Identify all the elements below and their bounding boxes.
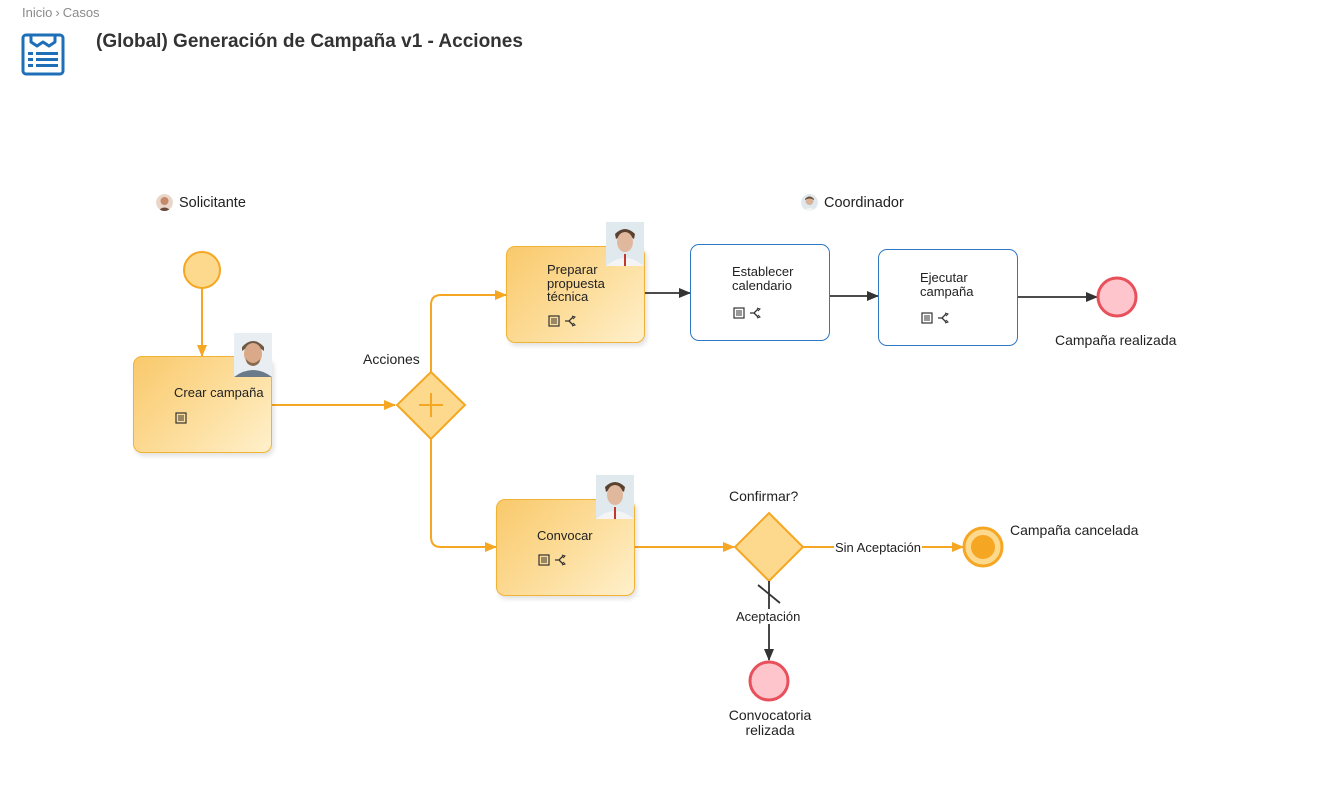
exclusive-gateway[interactable] [733, 511, 805, 583]
form-icon[interactable] [733, 307, 745, 319]
gateway-parallel-label: Acciones [363, 351, 420, 367]
form-icon[interactable] [548, 315, 560, 327]
subprocess-icon[interactable] [564, 315, 576, 327]
lane-requester: Solicitante [156, 194, 246, 211]
flow-acceptance-label: Aceptación [736, 609, 801, 624]
breadcrumb-separator: › [55, 5, 60, 20]
task-convocar-label: Convocar [537, 528, 593, 543]
requester-avatar [156, 194, 173, 211]
process-form-icon [21, 33, 65, 76]
end-event-campaign-done[interactable] [1096, 276, 1138, 318]
lane-requester-label: Solicitante [179, 194, 246, 211]
form-icon[interactable] [175, 412, 187, 424]
task-crear-assignee-photo [234, 333, 272, 377]
parallel-gateway[interactable] [395, 370, 467, 441]
flow-gateway-convocar [430, 439, 497, 552]
start-event[interactable] [183, 251, 221, 289]
coordinator-avatar [801, 194, 818, 211]
task-establecer-calendario[interactable]: Establecer calendario [690, 244, 830, 341]
gateway-confirm-label: Confirmar? [729, 488, 799, 504]
page-title: (Global) Generación de Campaña v1 - Acci… [96, 31, 523, 52]
subprocess-icon[interactable] [749, 307, 761, 319]
task-preparar-assignee-photo [606, 222, 644, 266]
breadcrumb: Inicio›Casos [22, 5, 100, 20]
breadcrumb-cases-link[interactable]: Casos [62, 5, 100, 20]
end-event-campaign-cancelled[interactable] [962, 526, 1004, 568]
task-convocar-assignee-photo [596, 475, 634, 519]
breadcrumb-home-link[interactable]: Inicio [22, 5, 53, 20]
flow-gateway-preparar [430, 290, 507, 372]
end-campaign-done-label: Campaña realizada [1055, 332, 1177, 348]
task-preparar-label: Preparar propuesta técnica [547, 262, 605, 304]
task-crear-campana-label: Crear campaña [174, 385, 264, 400]
end-call-done-label: Convocatoria relizada [728, 707, 812, 738]
end-campaign-cancelled-label: Campaña cancelada [1010, 522, 1139, 538]
form-icon[interactable] [538, 554, 550, 566]
flow-no-acceptance-label: Sin Aceptación [834, 540, 923, 555]
task-convocar[interactable]: Convocar [496, 499, 635, 596]
subprocess-icon[interactable] [937, 312, 949, 324]
end-event-call-done[interactable] [748, 660, 790, 702]
lane-coordinator: Coordinador [801, 194, 904, 211]
subprocess-icon[interactable] [554, 554, 566, 566]
task-ejecutar-label: Ejecutar campaña [920, 270, 974, 299]
default-flow-marker [757, 584, 781, 604]
task-establecer-label: Establecer calendario [732, 264, 794, 293]
form-icon[interactable] [921, 312, 933, 324]
task-ejecutar-campana[interactable]: Ejecutar campaña [878, 249, 1018, 346]
lane-coordinator-label: Coordinador [824, 194, 904, 211]
